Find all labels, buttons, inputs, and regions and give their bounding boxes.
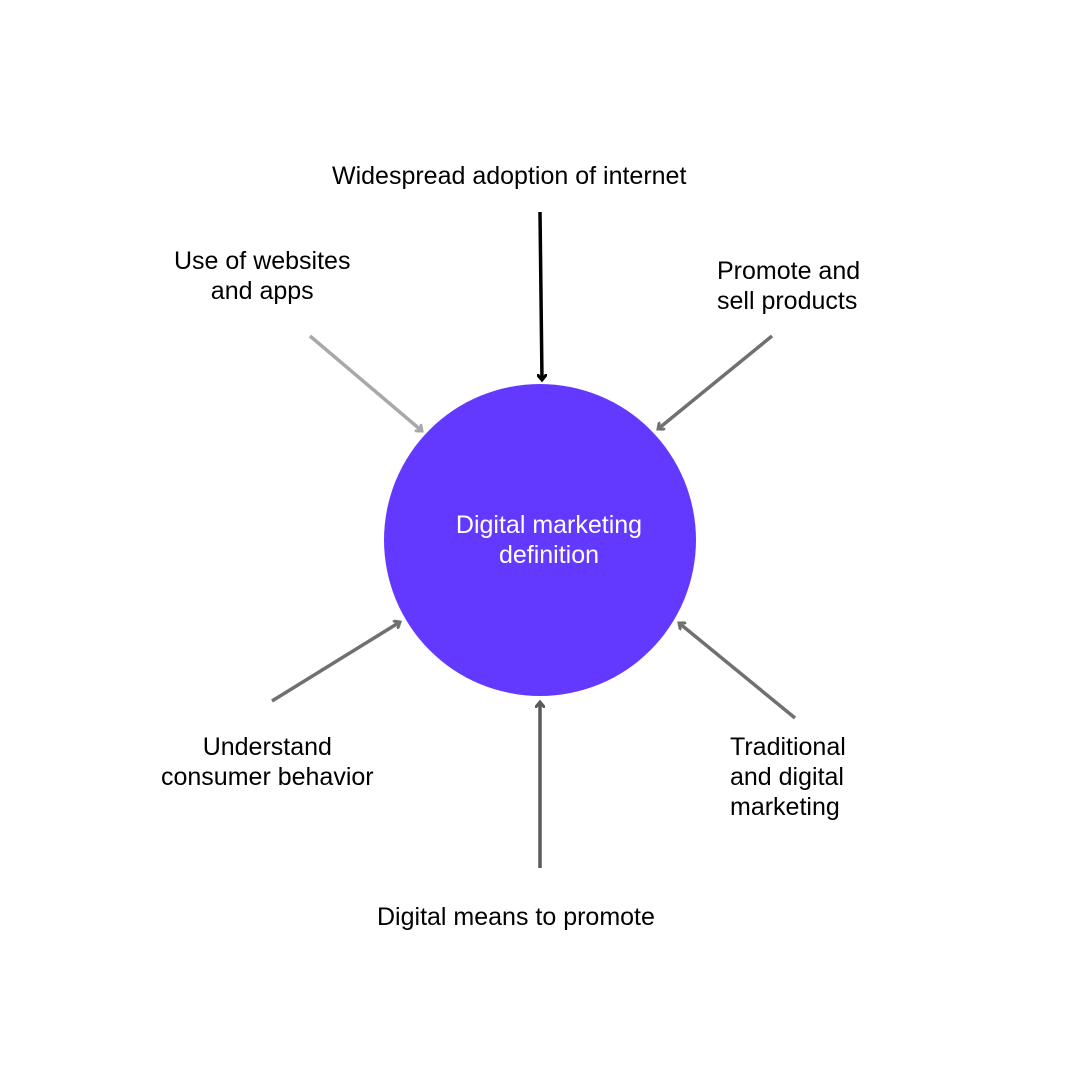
center-node: Digital marketing definition: [384, 384, 696, 696]
arrow-bottom-right: [679, 623, 797, 720]
arrow-top: [540, 211, 542, 380]
arrow-top-left: [308, 334, 422, 431]
label-bottom: Digital means to promote: [377, 903, 655, 931]
center-label: Digital marketing definition: [455, 511, 643, 569]
label-top-left: Use of websites and apps: [174, 247, 351, 305]
label-bottom-left: Understand consumer behavior: [161, 733, 374, 791]
arrow-bottom-left: [271, 622, 400, 703]
label-top: Widespread adoption of internet: [332, 162, 687, 190]
arrow-top-right: [658, 334, 774, 429]
label-bottom-right: Traditional and digital marketing: [730, 733, 846, 821]
label-top-right: Promote and sell products: [717, 257, 861, 315]
